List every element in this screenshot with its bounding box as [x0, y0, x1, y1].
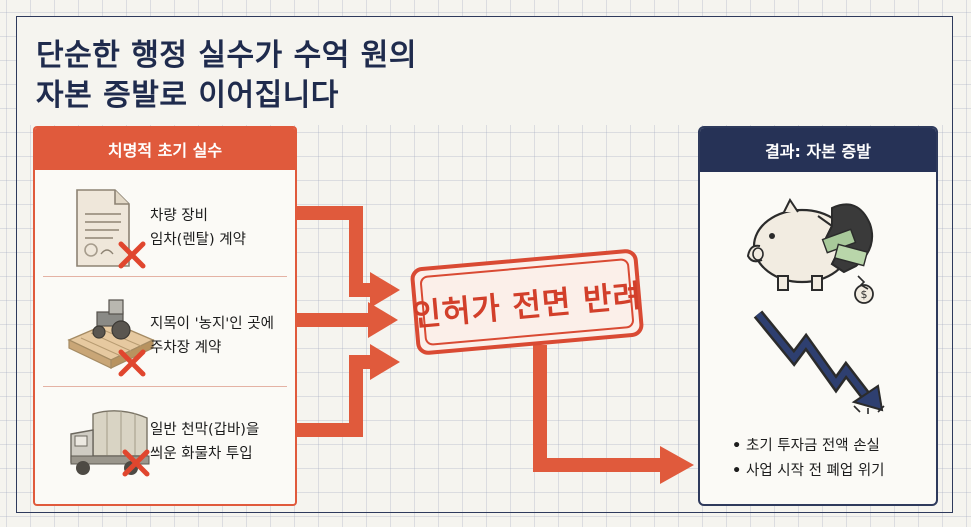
arrowhead-1: [370, 272, 400, 308]
divider: [43, 276, 287, 277]
stamp-text: 인허가 전면 반려: [411, 257, 644, 347]
arrowhead-3: [370, 344, 400, 380]
svg-text:$: $: [861, 288, 868, 301]
title-area: [17, 17, 952, 125]
arrow-from-mistake-3: [297, 355, 372, 437]
x-mark-icon: [118, 241, 146, 269]
result-panel: 결과: 자본 증발 $ •초기 투자금 전액 손실: [698, 126, 938, 506]
falling-arrow-icon: [753, 310, 885, 414]
bullet-icon: •: [732, 463, 742, 479]
page-title-line-2: 자본 증발로 이어집니다: [36, 78, 339, 113]
mistakes-panel: 치명적 초기 실수 차량 장비: [33, 126, 297, 506]
arrow-from-mistake-1: [297, 206, 372, 297]
page-title-line-1: 단순한 행정 실수가 수억 원의: [36, 38, 417, 73]
mistakes-header: 치명적 초기 실수: [35, 128, 295, 170]
result-item: •사업 시작 전 폐업 위기: [732, 459, 885, 484]
broken-piggy-bank-icon: $: [746, 198, 874, 304]
covered-cargo-truck-icon: [63, 400, 163, 490]
x-mark-icon: [118, 349, 146, 377]
mistake-1-text: 차량 장비 임차(렌탈) 계약: [150, 208, 246, 248]
mistake-item-rental-contract: 차량 장비 임차(렌탈) 계약: [35, 170, 295, 280]
arrowhead-result: [660, 446, 694, 484]
tractor-on-farmland-icon: [63, 290, 163, 380]
mistake-item-covered-truck: 일반 천막(갑바)을 씌운 화물차 투입: [35, 388, 295, 498]
result-list: •초기 투자금 전액 손실 •사업 시작 전 폐업 위기: [732, 434, 885, 484]
mistake-2-text: 지목이 '농지'인 곳에 주차장 계약: [150, 316, 274, 356]
mistake-3-text: 일반 천막(갑바)을 씌운 화물차 투입: [150, 422, 260, 462]
bullet-icon: •: [732, 438, 742, 454]
result-item: •초기 투자금 전액 손실: [732, 434, 885, 459]
x-mark-icon: [122, 449, 150, 477]
mistake-item-farmland-parking: 지목이 '농지'인 곳에 주차장 계약: [35, 278, 295, 388]
arrow-to-result: [533, 345, 664, 472]
divider: [43, 386, 287, 387]
result-header: 결과: 자본 증발: [700, 128, 936, 172]
outer-frame: [16, 16, 953, 513]
arrowhead-2: [368, 302, 398, 338]
document-contract-icon: [63, 182, 163, 272]
